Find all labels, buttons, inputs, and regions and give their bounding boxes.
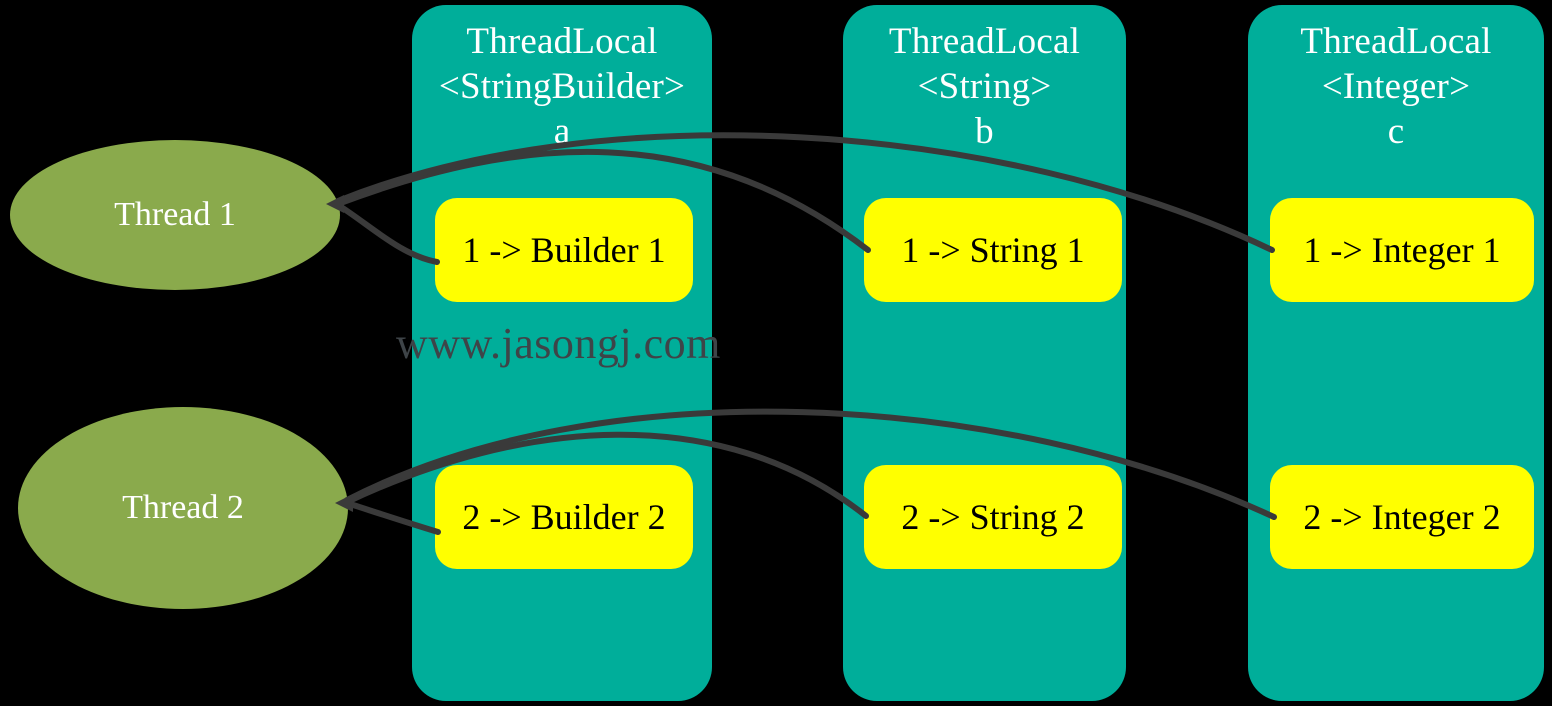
entry-box: 2 -> Builder 2 <box>435 465 693 569</box>
threadlocal-column-a: ThreadLocal <StringBuilder> a <box>412 5 712 701</box>
column-class-name: ThreadLocal <box>888 21 1081 62</box>
column-header-b: ThreadLocal <String> b <box>843 19 1126 154</box>
column-header-c: ThreadLocal <Integer> c <box>1248 19 1544 154</box>
threadlocal-column-c: ThreadLocal <Integer> c <box>1248 5 1544 701</box>
column-variable-name: c <box>1387 111 1405 153</box>
column-class-name: ThreadLocal <box>466 21 658 62</box>
entry-box: 1 -> Integer 1 <box>1270 198 1534 302</box>
column-header-a: ThreadLocal <StringBuilder> a <box>412 19 712 154</box>
column-generic-type: <String> <box>917 66 1052 108</box>
entry-box: 2 -> String 2 <box>864 465 1122 569</box>
column-variable-name: b <box>975 111 994 153</box>
threadlocal-column-b: ThreadLocal <String> b <box>843 5 1126 701</box>
column-variable-name: a <box>553 111 571 153</box>
entry-box: 1 -> String 1 <box>864 198 1122 302</box>
thread-node-1: Thread 1 <box>10 140 340 290</box>
entry-box: 2 -> Integer 2 <box>1270 465 1534 569</box>
column-class-name: ThreadLocal <box>1300 21 1492 62</box>
entry-box: 1 -> Builder 1 <box>435 198 693 302</box>
watermark: www.jasongj.com <box>396 319 721 368</box>
thread-node-2: Thread 2 <box>18 407 348 609</box>
column-generic-type: <StringBuilder> <box>438 66 686 108</box>
column-generic-type: <Integer> <box>1321 66 1471 108</box>
